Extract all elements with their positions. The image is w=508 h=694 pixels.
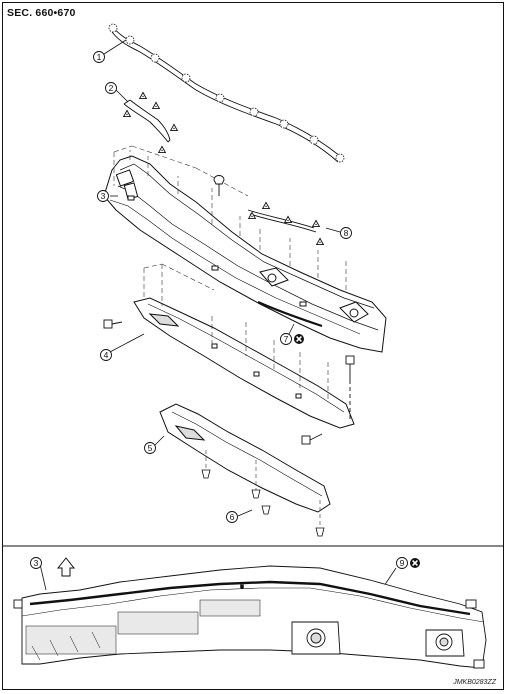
callout-7-circle [280,333,292,345]
callout-8: 8 [344,228,349,238]
callout-2: 2 [109,83,114,93]
callout-6-circle [226,511,238,523]
part-8-seal [247,209,317,233]
front-arrow-icon [56,557,76,577]
callout-1: 1 [97,52,102,62]
assembly-lines-lower [205,450,321,528]
callout-9-circle [396,557,408,569]
do-not-reuse-icon-2 [409,557,421,569]
callout-7: 7 [284,334,289,344]
callout-3b: 3 [34,558,39,568]
part-4-cowl-extension [133,297,355,429]
diagram-frame [2,2,504,690]
bolt-left [103,319,123,329]
bolt-right-vertical [345,355,355,420]
callout-3-circle [97,190,109,202]
callout-9: 9 [400,558,405,568]
callout-8-circle [340,227,352,239]
illustration-code: JMKB0283ZZ [453,679,496,686]
part-3-cowl-top [103,155,387,353]
part-1-clips [108,23,345,163]
push-clip-center [213,175,225,196]
callout-6: 6 [230,512,235,522]
callout-3: 3 [101,191,106,201]
callout-5: 5 [148,443,153,453]
do-not-reuse-icon [293,333,305,345]
callout-1-circle [93,51,105,63]
clips-lower [201,469,325,537]
callout-4: 4 [104,350,109,360]
section-title: SEC. 660•670 [7,7,76,19]
lower-cowl-assembly [13,565,487,669]
callout-2-circle [105,82,117,94]
bolt-lower-right [301,433,323,445]
part-2-seal [123,99,171,143]
part-7-seal [257,300,323,328]
assembly-lines-middle [143,263,329,402]
callout-5-circle [144,442,156,454]
callout-4-circle [100,349,112,361]
callout-3b-circle [30,557,42,569]
part-5-cowl-side [159,403,331,513]
assembly-lines-upper [113,145,347,290]
part-1-seal-strip [111,25,341,163]
